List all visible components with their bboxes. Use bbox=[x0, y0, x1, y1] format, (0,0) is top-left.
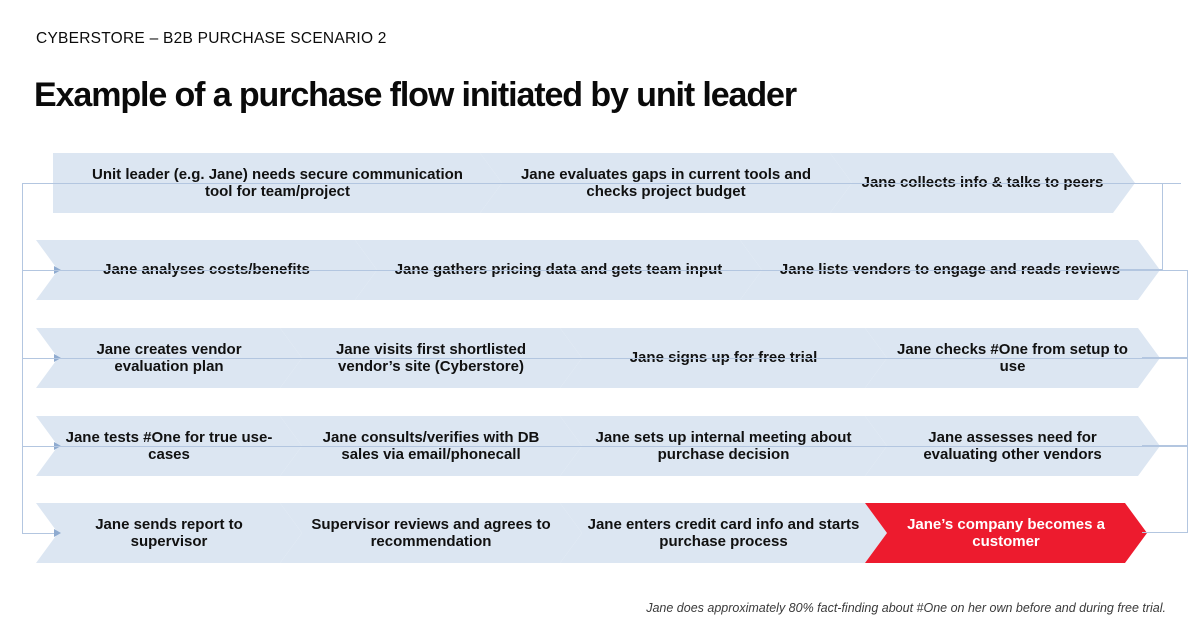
flow-step[interactable]: Jane enters credit card info and starts … bbox=[560, 503, 887, 563]
flow-step-label: Jane analyses costs/benefits bbox=[103, 261, 310, 279]
slide-eyebrow: CYBERSTORE – B2B PURCHASE SCENARIO 2 bbox=[36, 30, 387, 47]
flow-step-label: Jane evaluates gaps in current tools and… bbox=[520, 165, 812, 200]
flow-step-label: Jane tests #One for true use-cases bbox=[65, 428, 273, 463]
flow-arrow-icon bbox=[54, 529, 61, 537]
flow-step-label: Supervisor reviews and agrees to recomme… bbox=[311, 515, 551, 550]
flow-step[interactable]: Jane sends report to supervisor bbox=[36, 503, 302, 563]
process-flow-diagram: Unit leader (e.g. Jane) needs secure com… bbox=[0, 140, 1200, 570]
footnote: Jane does approximately 80% fact-finding… bbox=[646, 601, 1166, 615]
flow-row: Jane sends report to supervisor Superviso… bbox=[0, 503, 1200, 563]
flow-step-label: Jane enters credit card info and starts … bbox=[587, 515, 860, 550]
flow-step[interactable]: Supervisor reviews and agrees to recomme… bbox=[280, 503, 582, 563]
flow-row: Unit leader (e.g. Jane) needs secure com… bbox=[0, 153, 1200, 213]
flow-step-label: Jane signs up for free trial bbox=[629, 349, 818, 367]
flow-step-label: Jane consults/verifies with DB sales via… bbox=[322, 428, 540, 463]
flow-step-label: Jane creates vendor evaluation plan bbox=[96, 340, 242, 375]
flow-connector-wrap bbox=[22, 270, 1181, 358]
flow-step-label: Jane visits first shortlisted vendor’s s… bbox=[335, 340, 527, 375]
flow-step-label: Unit leader (e.g. Jane) needs secure com… bbox=[92, 165, 463, 200]
flow-connector-wrap bbox=[22, 358, 1181, 446]
flow-step-label: Jane checks #One from setup to use bbox=[897, 340, 1128, 375]
flow-step-final[interactable]: Jane’s company becomes a customer bbox=[865, 503, 1147, 563]
flow-step-label: Jane sends report to supervisor bbox=[95, 515, 243, 550]
flow-connector-wrap bbox=[22, 446, 1181, 533]
flow-connector-wrap bbox=[22, 183, 1181, 270]
page-title: Example of a purchase flow initiated by … bbox=[34, 76, 797, 114]
flow-arrow-stem bbox=[22, 533, 54, 534]
flow-step-label: Jane collects info & talks to peers bbox=[861, 174, 1104, 192]
flow-step-label: Jane’s company becomes a customer bbox=[907, 515, 1105, 550]
flow-step-label: Jane sets up internal meeting about purc… bbox=[595, 428, 852, 463]
flow-row: Jane creates vendor evaluation plan Jane … bbox=[0, 328, 1200, 388]
flow-step-label: Jane lists vendors to engage and reads r… bbox=[779, 261, 1121, 279]
flow-step-label: Jane assesses need for evaluating other … bbox=[923, 428, 1102, 463]
flow-step-label: Jane gathers pricing data and gets team … bbox=[394, 261, 723, 279]
